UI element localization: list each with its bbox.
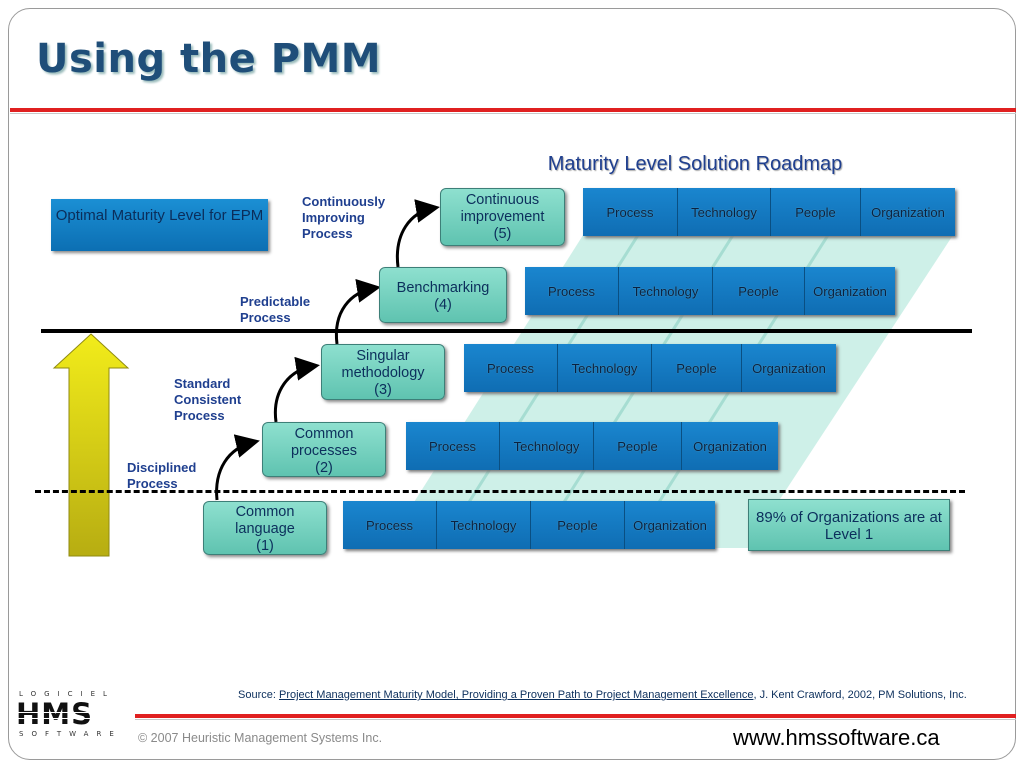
- dimension-row-4: Process Technology People Organization: [525, 267, 895, 315]
- hms-logo: LOGICIEL HMS SOFTWARE: [16, 690, 126, 742]
- optimal-level-box: Optimal Maturity Level for EPM: [51, 199, 268, 251]
- stage-label-standard: Standard Consistent Process: [174, 376, 241, 424]
- step-level: (5): [493, 226, 512, 242]
- dimension-technology: Technology: [500, 422, 594, 470]
- logo-main-text: HMS: [16, 697, 94, 731]
- copyright-text: © 2007 Heuristic Management Systems Inc.: [138, 731, 383, 745]
- step-level: (1): [256, 538, 274, 554]
- logo-top-text: LOGICIEL: [19, 690, 115, 698]
- step-line1: Benchmarking: [396, 280, 490, 296]
- logo-stripe: [16, 718, 124, 719]
- dimension-people: People: [652, 344, 742, 392]
- step-line1: Common: [235, 504, 295, 520]
- title-divider: [10, 108, 1016, 112]
- maturity-step-3: Singular methodology (3): [321, 344, 445, 400]
- dimension-technology: Technology: [678, 188, 771, 236]
- optimal-level-line: [41, 329, 972, 333]
- level-one-threshold-line: [35, 490, 965, 493]
- stage-label-line: Standard: [174, 376, 231, 391]
- stage-label-line: Improving: [302, 210, 365, 225]
- roadmap-title: Maturity Level Solution Roadmap: [547, 153, 843, 175]
- source-citation: Source: Project Management Maturity Mode…: [238, 689, 967, 701]
- step-line1: Continuous: [465, 192, 540, 208]
- logo-bottom-text: SOFTWARE: [19, 730, 122, 738]
- title-divider-shadow: [10, 113, 1016, 114]
- stage-label-line: Consistent: [174, 392, 242, 407]
- step-line2: improvement: [460, 209, 545, 225]
- dimension-row-5: Process Technology People Organization: [583, 188, 955, 236]
- dimension-organization: Organization: [805, 267, 895, 315]
- stage-label-line: Process: [174, 408, 225, 423]
- source-suffix: , J. Kent Crawford, 2002, PM Solutions, …: [753, 689, 967, 701]
- dimension-technology: Technology: [558, 344, 652, 392]
- maturity-up-arrow-icon: [52, 333, 130, 557]
- stage-label-disciplined: Disciplined Process: [127, 460, 196, 492]
- dimension-row-1: Process Technology People Organization: [343, 501, 715, 549]
- step-level: (4): [434, 297, 452, 313]
- dimension-organization: Organization: [861, 188, 955, 236]
- maturity-step-1: Common language (1): [203, 501, 327, 555]
- stage-label-line: Process: [127, 476, 178, 491]
- level-one-statistic: 89% of Organizations are at Level 1: [748, 499, 950, 551]
- dimension-row-2: Process Technology People Organization: [406, 422, 778, 470]
- stage-label-line: Predictable: [240, 294, 311, 309]
- dimension-people: People: [594, 422, 682, 470]
- maturity-step-2: Common processes (2): [262, 422, 386, 477]
- source-prefix: Source:: [238, 689, 276, 701]
- step-line1: Singular: [356, 348, 410, 364]
- dimension-process: Process: [343, 501, 437, 549]
- stage-label-line: Process: [302, 226, 353, 241]
- dimension-people: People: [531, 501, 625, 549]
- stage-label-line: Disciplined: [127, 460, 197, 475]
- step-line2: language: [235, 521, 295, 537]
- dimension-process: Process: [464, 344, 558, 392]
- dimension-process: Process: [583, 188, 678, 236]
- step-level: (3): [374, 382, 392, 398]
- footer-divider-shadow: [135, 719, 1016, 720]
- dimension-people: People: [713, 267, 805, 315]
- footer-divider: [135, 714, 1016, 718]
- stage-label-line: Continuously: [302, 194, 386, 209]
- dimension-process: Process: [525, 267, 619, 315]
- source-title-link[interactable]: Project Management Maturity Model, Provi…: [278, 689, 754, 701]
- dimension-organization: Organization: [742, 344, 836, 392]
- maturity-step-4: Benchmarking (4): [379, 267, 507, 323]
- maturity-step-5: Continuous improvement (5): [440, 188, 565, 246]
- step-line2: processes: [290, 443, 358, 459]
- website-url[interactable]: www.hmssoftware.ca: [733, 725, 940, 750]
- dimension-technology: Technology: [619, 267, 713, 315]
- stage-label-line: Process: [240, 310, 291, 325]
- logo-stripe: [16, 712, 124, 713]
- dimension-process: Process: [406, 422, 500, 470]
- slide-title: Using the PMM: [36, 36, 382, 82]
- dimension-technology: Technology: [437, 501, 531, 549]
- step-line1: Common: [294, 426, 354, 442]
- stage-label-predictable: Predictable Process: [240, 294, 310, 326]
- dimension-row-3: Process Technology People Organization: [464, 344, 836, 392]
- dimension-people: People: [771, 188, 861, 236]
- stage-label-continuously: Continuously Improving Process: [302, 194, 385, 242]
- dimension-organization: Organization: [682, 422, 778, 470]
- step-line2: methodology: [341, 365, 425, 381]
- dimension-organization: Organization: [625, 501, 715, 549]
- step-level: (2): [315, 460, 333, 476]
